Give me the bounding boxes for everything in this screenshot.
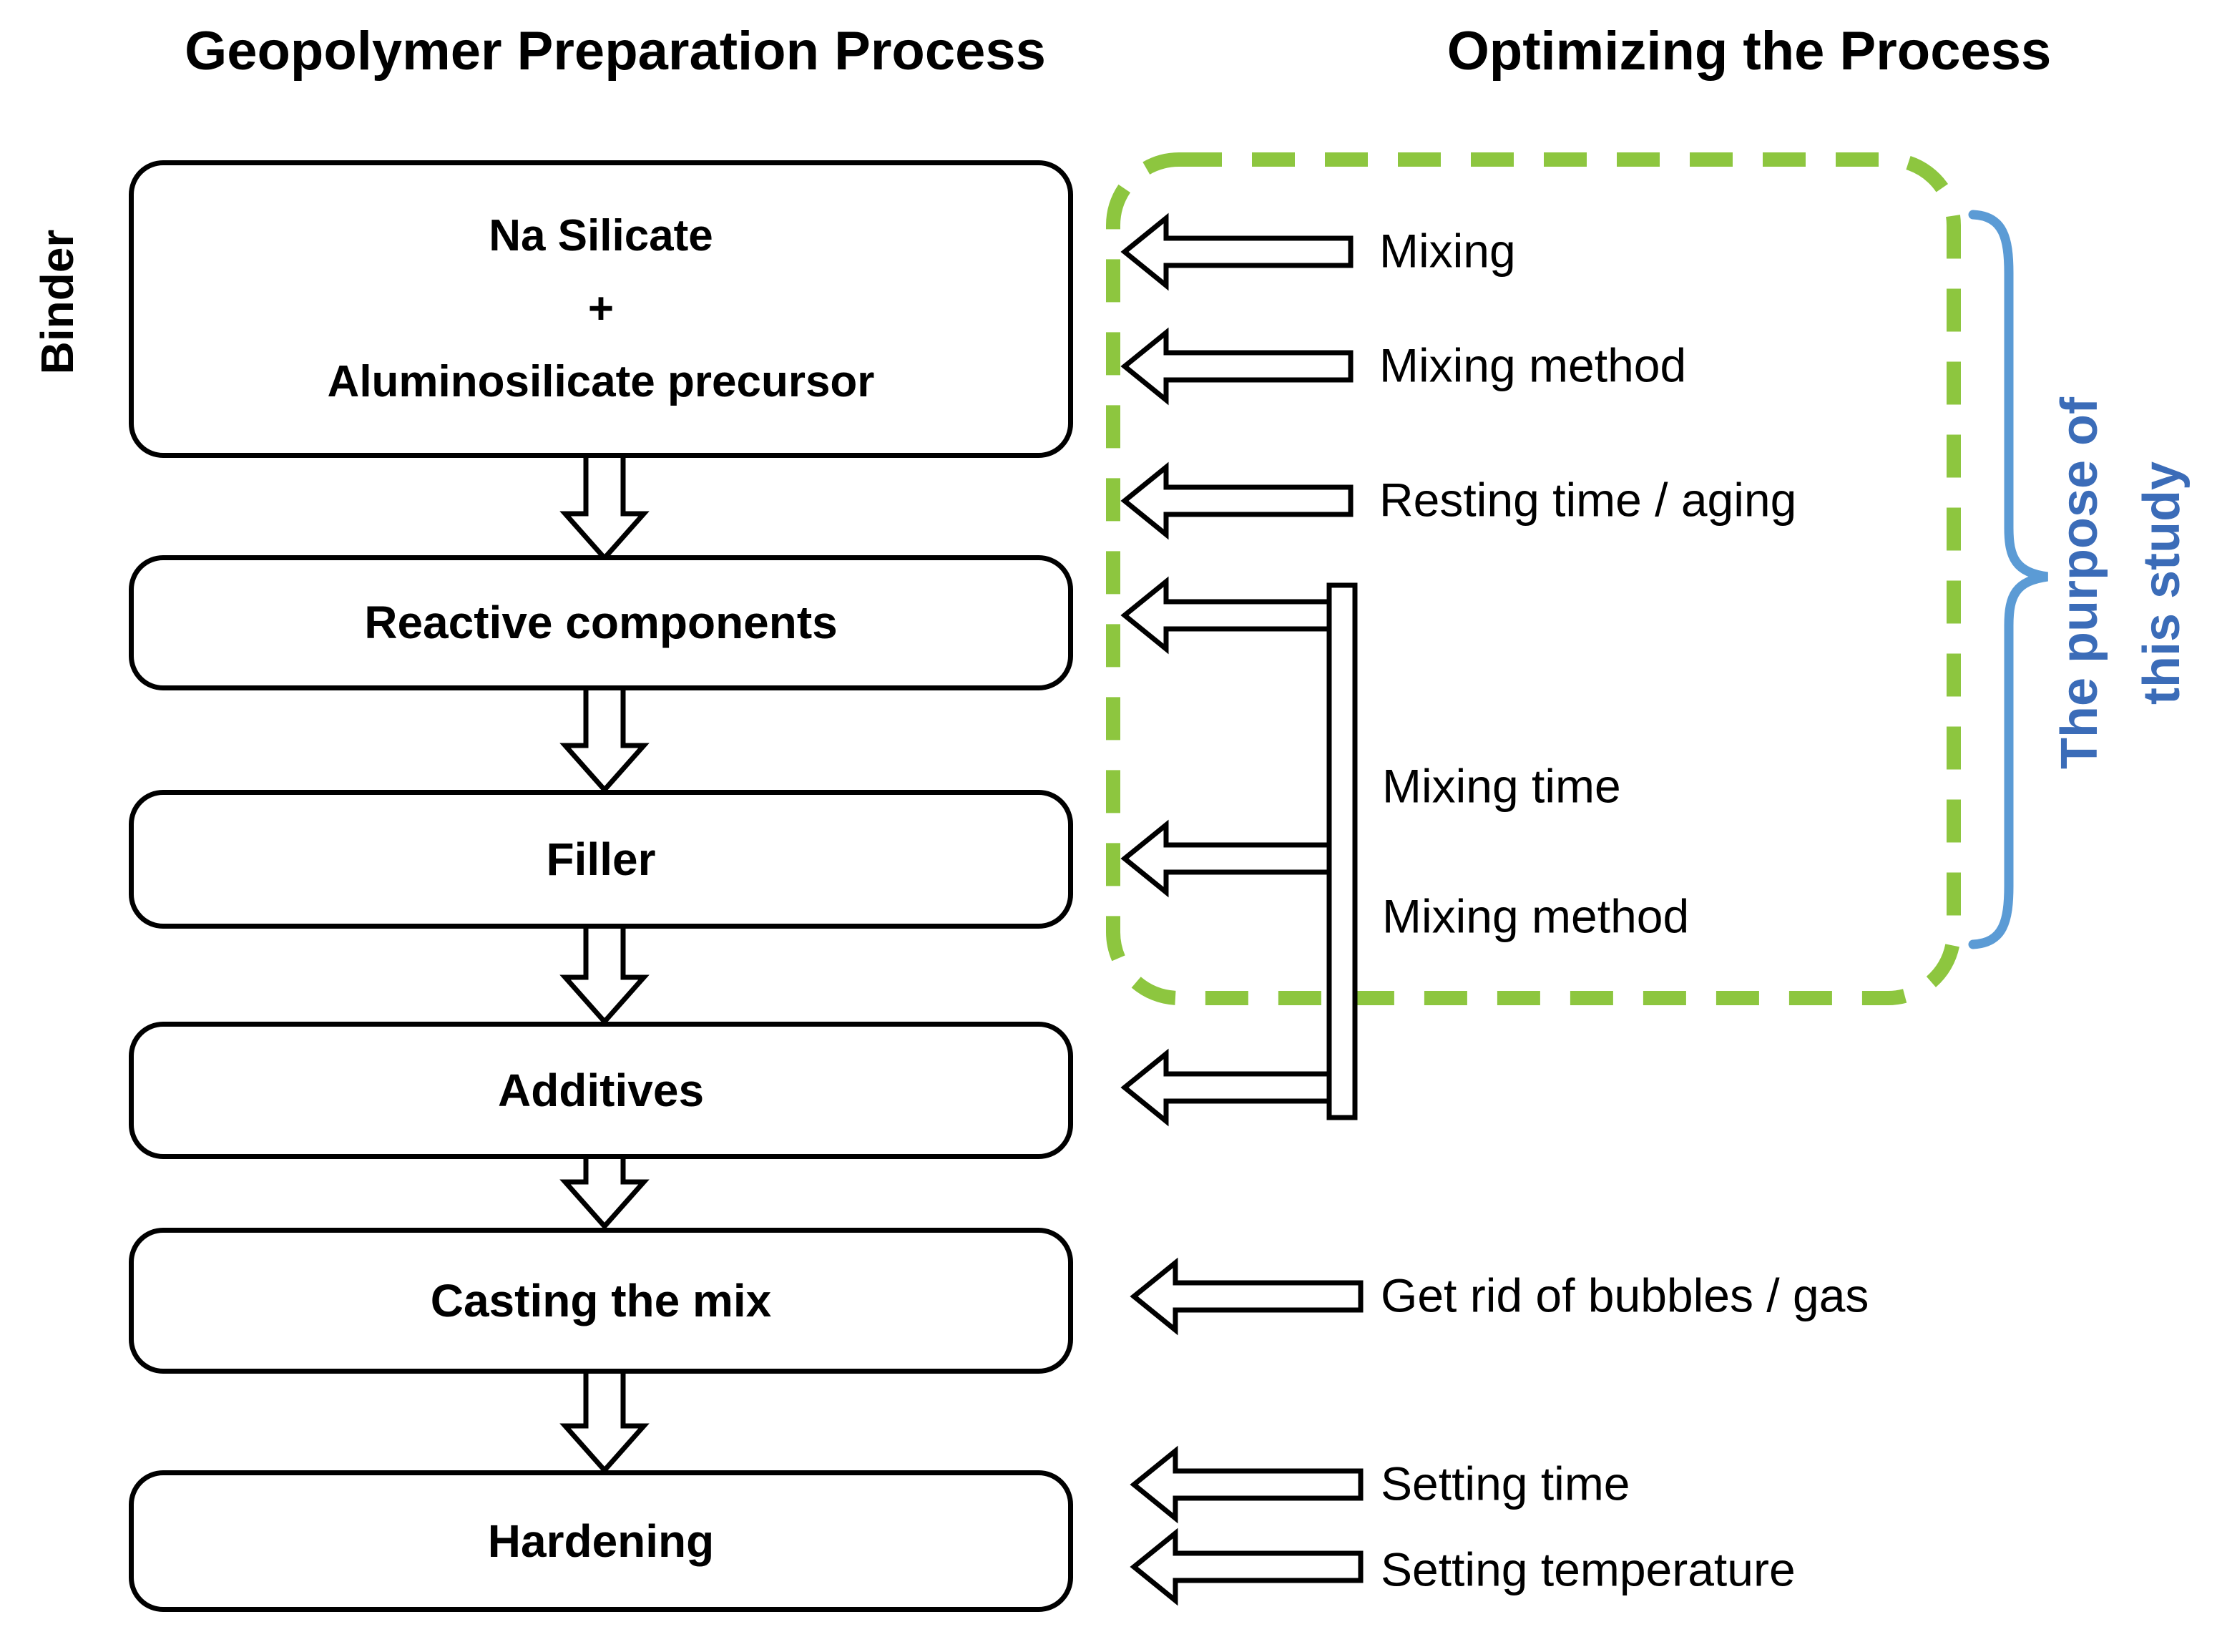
annotation-label-setting-time: Setting time [1381, 1457, 1630, 1510]
down-arrow-icon [559, 1367, 650, 1475]
annotation-label-mixing-time: Mixing time [1382, 759, 1621, 813]
left-arrow-icon [1130, 1257, 1364, 1336]
left-arrow-icon [1120, 819, 1335, 898]
flow-box-line: Additives [497, 1064, 705, 1116]
flow-box-line: Casting the mix [430, 1274, 772, 1326]
flow-box-line: + [587, 283, 615, 333]
left-arrow-icon [1120, 576, 1335, 655]
flow-box-line: Hardening [487, 1515, 715, 1567]
flow-box-additives: Additives [129, 1022, 1073, 1159]
left-arrow-icon [1120, 1048, 1335, 1127]
purpose-callout-line: The purpose of [2050, 397, 2108, 769]
flow-box-casting: Casting the mix [129, 1228, 1073, 1374]
left-arrow-icon [1120, 461, 1354, 540]
annotation-label-bubbles-gas: Get rid of bubbles / gas [1381, 1269, 1869, 1322]
down-arrow-icon [559, 452, 650, 562]
curly-brace-icon [1968, 210, 2049, 949]
annotation-label-mixing-method-2: Mixing method [1382, 889, 1690, 943]
flow-box-line: Filler [546, 833, 656, 885]
down-arrow-icon [559, 922, 650, 1026]
flow-box-filler: Filler [129, 790, 1073, 929]
left-column-title: Geopolymer Preparation Process [185, 21, 1046, 82]
annotation-label-mixing: Mixing [1379, 224, 1516, 278]
left-arrow-icon [1120, 327, 1354, 406]
dashed-highlight-box [1106, 152, 1961, 1005]
flow-box-line: Na Silicate [489, 210, 713, 260]
flow-box-line: Aluminosilicate precursor [327, 357, 875, 407]
down-arrow-icon [559, 1150, 650, 1231]
flow-box-reactive-components: Reactive components [129, 555, 1073, 690]
left-arrow-icon [1130, 1528, 1364, 1606]
annotation-label-resting-time: Resting time / aging [1379, 473, 1797, 527]
flow-box-line: Reactive components [364, 597, 838, 649]
flow-box-hardening: Hardening [129, 1470, 1073, 1612]
left-arrow-icon [1120, 212, 1354, 291]
annotation-label-setting-temperature: Setting temperature [1381, 1543, 1796, 1596]
left-arrow-icon [1130, 1445, 1364, 1524]
flow-box-binder-mix: Na Silicate + Aluminosilicate precursor [129, 160, 1073, 458]
right-column-title: Optimizing the Process [1447, 21, 2052, 82]
binder-side-label: Binder [31, 229, 83, 375]
purpose-callout-line: this study [2133, 461, 2191, 705]
annotation-label-mixing-method: Mixing method [1379, 338, 1687, 392]
down-arrow-icon [559, 684, 650, 794]
connector-bar [1326, 582, 1358, 1120]
purpose-callout: The purpose of this study [2035, 261, 2207, 905]
